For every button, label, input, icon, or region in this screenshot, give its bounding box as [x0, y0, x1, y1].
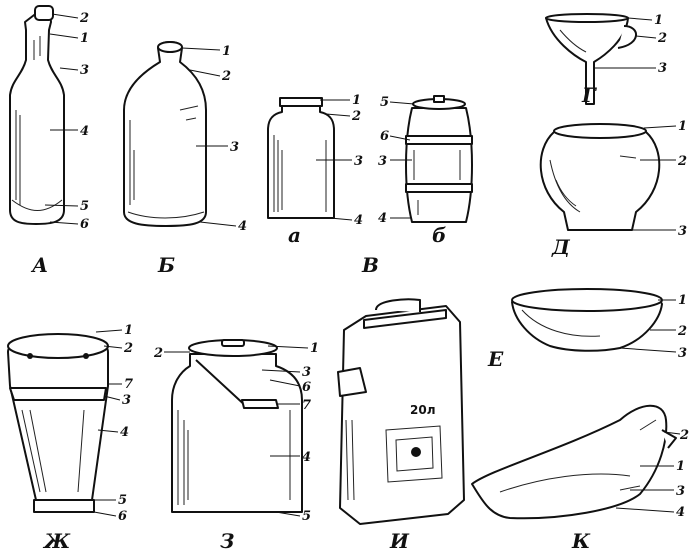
- figure-zh-label: 2: [123, 341, 133, 356]
- figure-g-label: 3: [658, 61, 667, 76]
- figure-zh-label: 4: [120, 425, 129, 440]
- figure-k-label: 2: [679, 428, 689, 443]
- figure-zh-caption: Ж: [42, 529, 71, 553]
- figure-e-label: 2: [677, 324, 687, 339]
- figure-e-label: 1: [678, 293, 687, 308]
- figure-a-caption: А: [30, 253, 48, 277]
- figure-z-label: 3: [302, 365, 311, 380]
- figure-zh-label: 3: [122, 393, 131, 408]
- figure-a-label: 6: [80, 217, 89, 232]
- figure-z-label: 5: [302, 509, 311, 524]
- figure-g-funnel: 1 2 3 Г: [545, 13, 667, 107]
- figure-i-jerrycan: 20л И: [337, 298, 465, 553]
- figure-v-a-label: 4: [354, 213, 363, 228]
- figure-z-caption: З: [220, 529, 234, 553]
- figure-v-a-leaders: [316, 99, 353, 221]
- figure-d-caption: Д: [551, 235, 571, 259]
- figure-z-label: 4: [302, 450, 311, 465]
- figure-d-label: 2: [677, 154, 687, 169]
- figure-b-label: 1: [222, 44, 231, 59]
- figure-v-b-caption: б: [432, 223, 446, 247]
- figure-g-label: 2: [657, 31, 667, 46]
- figure-d-pot: 1 2 3 Д: [539, 119, 687, 259]
- figure-a-bottle: 2 1 3 4 5 6 А: [9, 5, 89, 277]
- figure-a-label: 5: [80, 199, 89, 214]
- figure-a-leaders: [44, 13, 79, 225]
- figure-zh-leaders: [93, 329, 123, 517]
- figure-v-caption: В: [361, 253, 379, 277]
- figure-e-caption: Е: [487, 347, 504, 371]
- figure-v-b-label: 4: [378, 211, 387, 226]
- figure-e-bowl: 1 2 3 Е: [487, 288, 687, 371]
- figure-a-label: 4: [80, 124, 89, 139]
- figure-v-a-jar: 1 2 3 4 а: [267, 93, 363, 247]
- figure-z-leaders: [164, 345, 309, 517]
- figure-g-caption: Г: [581, 83, 597, 107]
- figure-g-label: 1: [654, 13, 663, 28]
- figure-k-label: 4: [676, 505, 685, 520]
- figure-z-label: 6: [302, 380, 311, 395]
- figure-d-leaders: [632, 125, 677, 231]
- figure-a-label: 2: [79, 11, 89, 26]
- figure-k-label: 1: [676, 459, 685, 474]
- figure-v-a-caption: а: [288, 223, 301, 247]
- figure-v-b-leaders: [389, 101, 415, 219]
- figure-v-a-label: 3: [354, 154, 363, 169]
- jerrycan-stamp: 20л: [410, 403, 436, 417]
- figure-zh-label: 7: [124, 377, 133, 392]
- figure-k-label: 3: [676, 484, 685, 499]
- figure-v-a-label: 1: [352, 93, 361, 108]
- figure-zh-label: 6: [118, 509, 127, 524]
- figure-e-leaders: [619, 299, 677, 353]
- figure-b-label: 4: [238, 219, 247, 234]
- figure-k-leaders: [615, 431, 681, 513]
- figure-a-label: 1: [80, 31, 89, 46]
- figure-b-bottle: 1 2 3 4 Б: [123, 41, 247, 277]
- figure-b-caption: Б: [157, 253, 175, 277]
- figure-d-label: 3: [678, 224, 687, 239]
- figure-v-b-label: 3: [378, 154, 387, 169]
- figure-v-b-barrel: 5 6 3 4 б: [378, 95, 473, 247]
- figure-k-bedpan: 2 1 3 4 К: [471, 404, 689, 553]
- figure-b-label: 2: [221, 69, 231, 84]
- figure-a-label: 3: [80, 63, 89, 78]
- figure-d-label: 1: [678, 119, 687, 134]
- figure-k-caption: К: [571, 529, 591, 553]
- figure-v-b-label: 6: [380, 129, 389, 144]
- figure-g-leaders: [594, 17, 657, 69]
- figure-zh-label: 5: [118, 493, 127, 508]
- figure-b-leaders: [181, 47, 237, 227]
- figure-z-label: 1: [310, 341, 319, 356]
- figure-b-label: 3: [230, 140, 239, 155]
- figure-zh-pail: 1 2 7 3 4 5 6 Ж: [7, 323, 133, 553]
- figure-z-label: 2: [153, 346, 163, 361]
- figure-zh-label: 1: [124, 323, 133, 338]
- figure-z-can: 2 1 3 6 7 4 5 З: [153, 339, 319, 553]
- figure-i-caption: И: [389, 529, 410, 553]
- figure-v-b-label: 5: [380, 95, 389, 110]
- figure-z-label: 7: [302, 398, 311, 413]
- figure-e-label: 3: [678, 346, 687, 361]
- figure-v-a-label: 2: [351, 109, 361, 124]
